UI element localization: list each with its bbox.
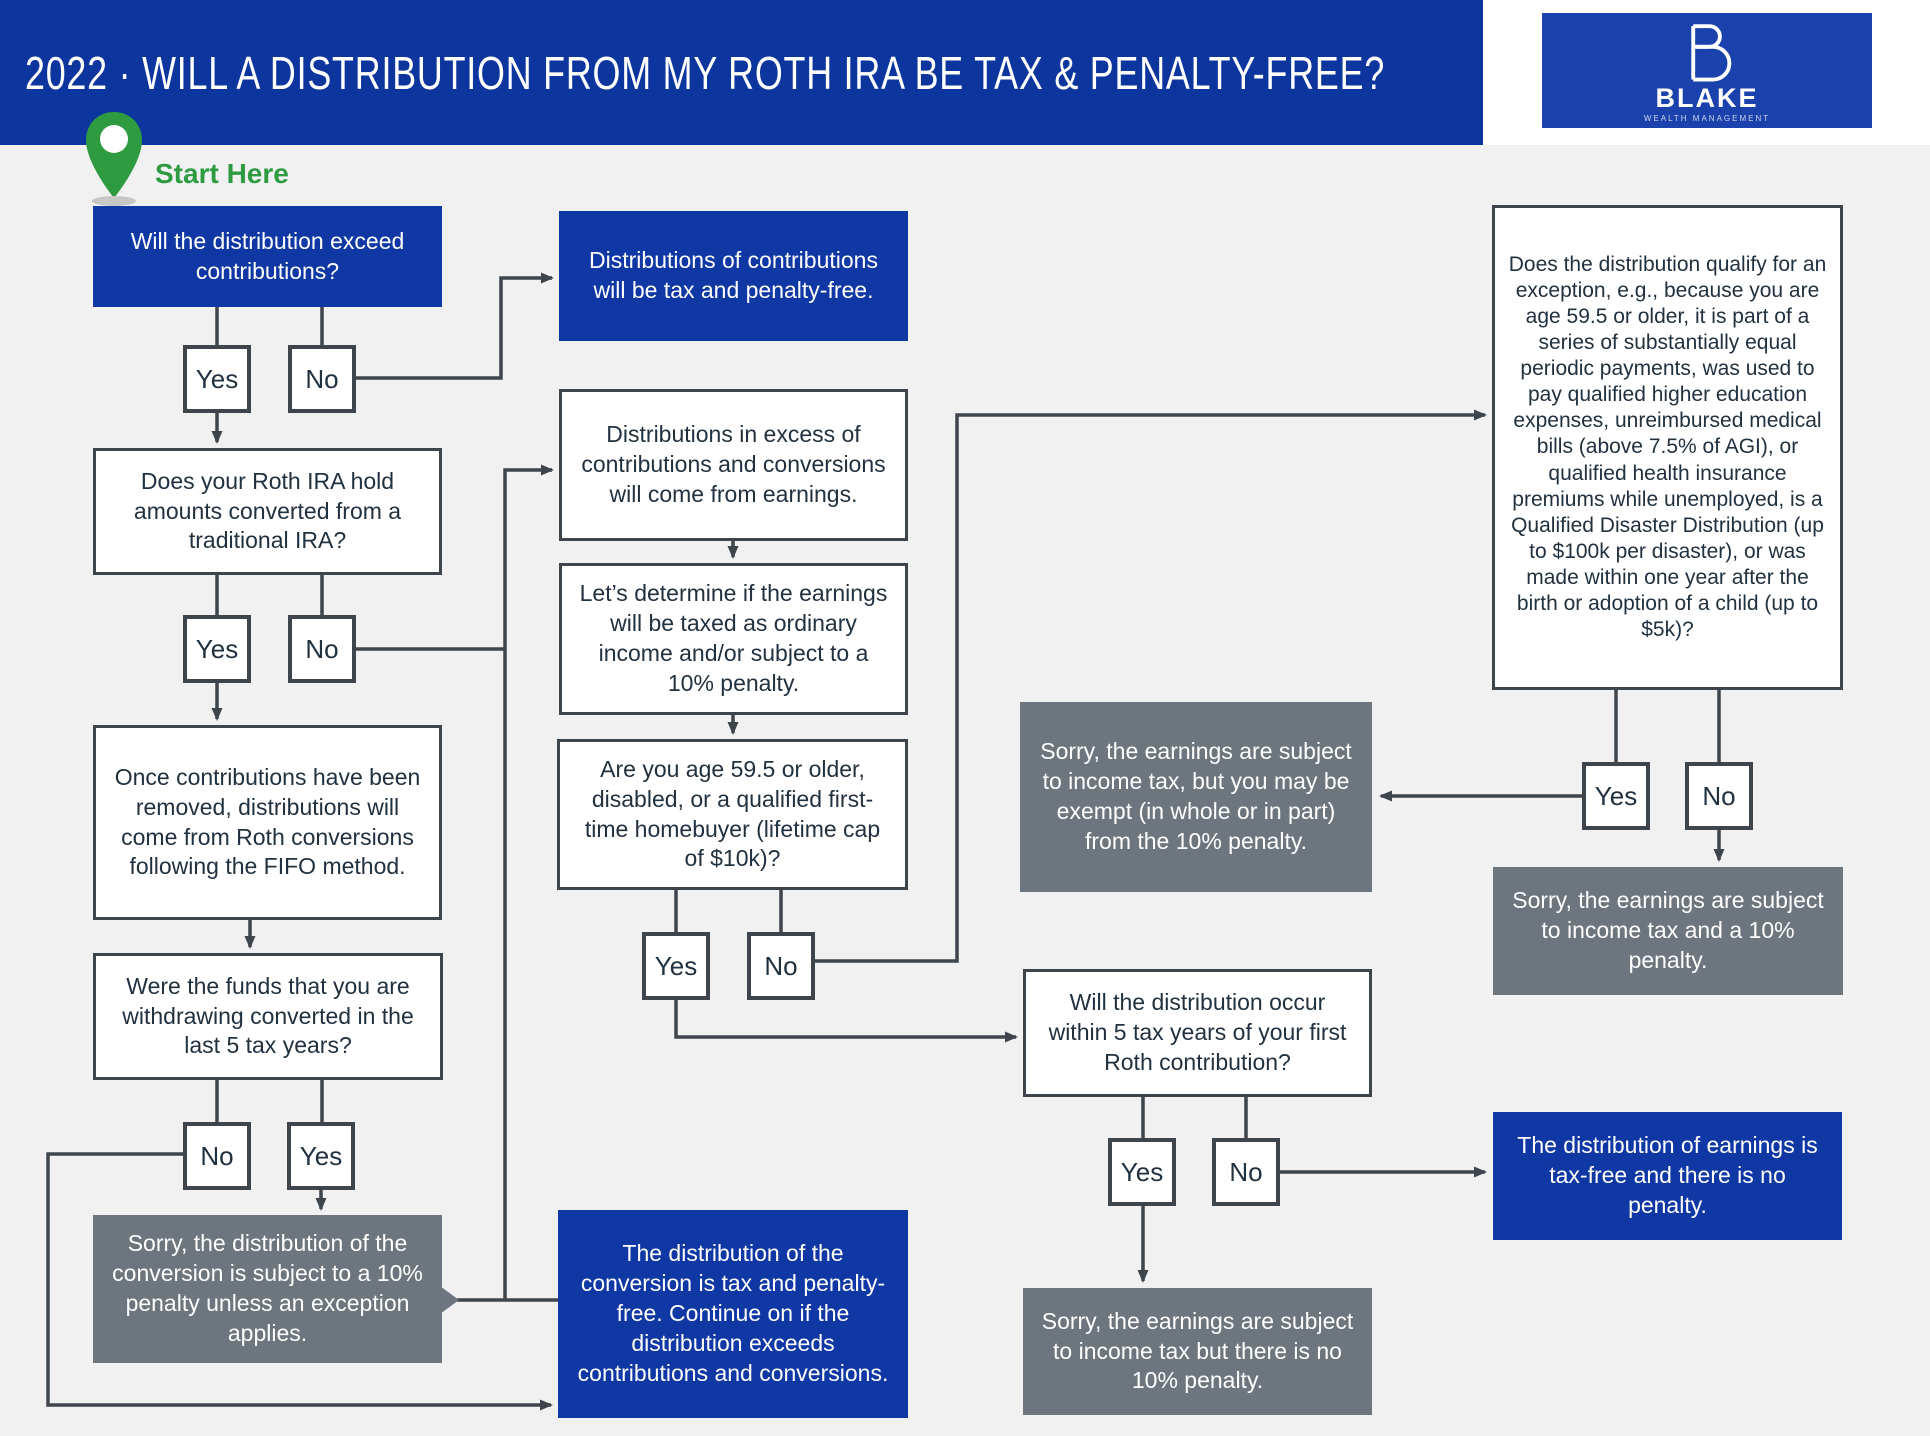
no-box-5years: No — [1212, 1138, 1280, 1206]
no-box-hold: No — [288, 615, 356, 683]
result-contributions-tax-free: Distributions of contributions will be t… — [559, 211, 908, 341]
yes-box-exceed: Yes — [183, 345, 251, 413]
yes-box-exception: Yes — [1582, 762, 1650, 830]
question-within-5-tax-years: Will the distribution occur within 5 tax… — [1023, 969, 1372, 1097]
result-conversion-tax-free: The distribution of the conversion is ta… — [558, 1210, 908, 1418]
note-excess-from-earnings: Distributions in excess of contributions… — [559, 389, 908, 541]
connector-no1-to-contrib-free — [356, 272, 554, 380]
logo-tagline: WEALTH MANAGEMENT — [1643, 114, 1771, 123]
question-age-disabled-homebuyer: Are you age 59.5 or older, disabled, or … — [557, 739, 908, 890]
no-box-exception: No — [1685, 762, 1753, 830]
connector-no4-to-exception — [815, 409, 1487, 963]
conv-penalty-tail — [440, 1286, 459, 1314]
note-fifo-method: Once contributions have been removed, di… — [93, 725, 442, 920]
question-hold-conversions: Does your Roth IRA hold amounts converte… — [93, 448, 442, 575]
start-pin-icon — [86, 112, 142, 198]
connector-yes4-to-q5years — [674, 1000, 1018, 1043]
title-banner: 2022 · WILL A DISTRIBUTION FROM MY ROTH … — [0, 0, 1483, 145]
blake-logo: BLAKE WEALTH MANAGEMENT — [1542, 13, 1872, 128]
question-distribution-exceed: Will the distribution exceed contributio… — [93, 206, 442, 307]
start-here-label: Start Here — [155, 158, 289, 189]
result-conversion-penalty: Sorry, the distribution of the conversio… — [93, 1215, 442, 1363]
question-converted-last-5-years: Were the funds that you are withdrawing … — [93, 953, 443, 1080]
blake-monogram-icon — [1691, 24, 1732, 82]
yes-box-last5: Yes — [287, 1122, 355, 1190]
result-income-tax-and-penalty: Sorry, the earnings are subject to incom… — [1493, 867, 1843, 995]
connector-trunk-to-excess — [503, 464, 554, 1300]
connector-no3-loop-to-conv-free — [46, 1152, 553, 1411]
yes-box-hold: Yes — [183, 615, 251, 683]
no-box-last5: No — [183, 1122, 251, 1190]
yes-box-5years: Yes — [1108, 1138, 1176, 1206]
result-tax-but-maybe-exempt: Sorry, the earnings are subject to incom… — [1020, 702, 1372, 892]
no-box-exceed: No — [288, 345, 356, 413]
no-box-age: No — [747, 932, 815, 1000]
logo-name: BLAKE — [1655, 83, 1759, 113]
result-earnings-tax-free: The distribution of earnings is tax-free… — [1493, 1112, 1842, 1240]
yes-box-age: Yes — [642, 932, 710, 1000]
pin-shadow — [92, 196, 136, 206]
page-title: 2022 · WILL A DISTRIBUTION FROM MY ROTH … — [24, 46, 1386, 99]
question-qualifies-exception: Does the distribution qualify for an exc… — [1492, 205, 1843, 690]
result-income-tax-no-penalty: Sorry, the earnings are subject to incom… — [1023, 1288, 1372, 1415]
note-determine-earnings-tax: Let’s determine if the earnings will be … — [559, 563, 908, 715]
